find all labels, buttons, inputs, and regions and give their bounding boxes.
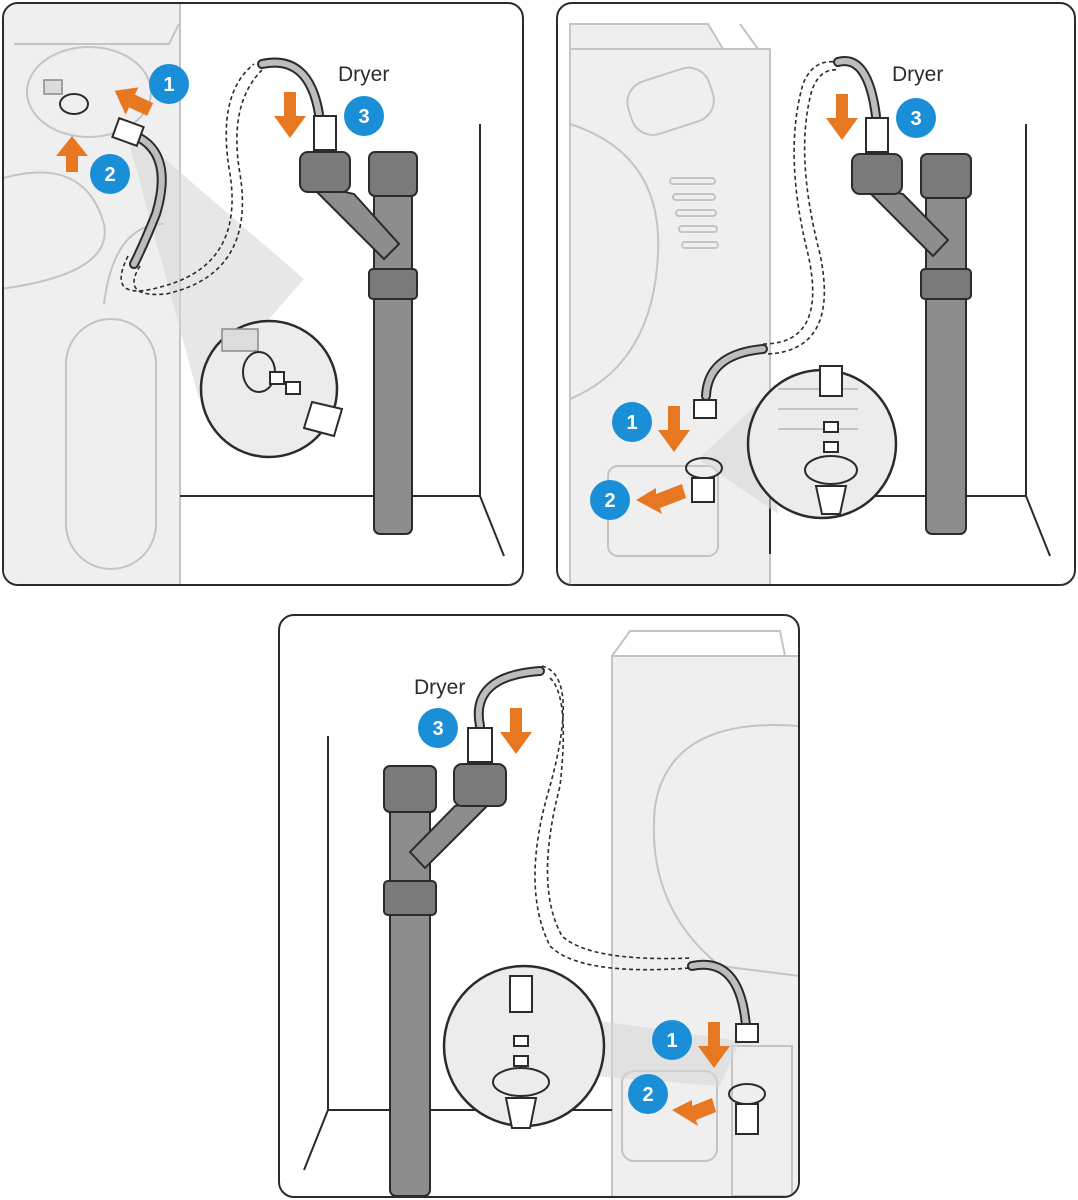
panel-1: 1 2 3 Dryer — [2, 2, 524, 586]
drain-hose — [120, 57, 324, 296]
standpipe — [851, 117, 972, 535]
arrow-3 — [274, 92, 306, 138]
appliance — [4, 4, 181, 584]
drain-outlet — [691, 477, 715, 503]
arrow-2 — [56, 136, 88, 172]
step-badge-2: 2 — [590, 480, 630, 520]
hose-connector — [111, 116, 145, 148]
wall — [180, 124, 505, 557]
drain-hose — [473, 665, 751, 1031]
step-badge-1: 1 — [612, 402, 652, 442]
arrow-3 — [826, 94, 858, 140]
svg-text:3: 3 — [910, 108, 921, 130]
step-badge-1: 1 — [149, 64, 189, 104]
dryer-label: Dryer — [892, 63, 943, 86]
arrow-1 — [698, 1022, 730, 1068]
svg-text:1: 1 — [666, 1030, 677, 1052]
step-badge-2: 2 — [90, 154, 130, 194]
panel-2-illustration: 1 2 3 Dryer — [569, 23, 1051, 584]
svg-text:3: 3 — [358, 106, 369, 128]
arrow-2 — [672, 1098, 716, 1126]
panel-3: 1 2 3 Dryer — [278, 614, 800, 1198]
step-badge-2: 2 — [628, 1074, 668, 1114]
svg-text:3: 3 — [432, 718, 443, 740]
svg-text:2: 2 — [104, 164, 115, 186]
standpipe — [299, 115, 418, 535]
drain-outlet — [43, 79, 63, 95]
zoom-detail — [746, 365, 898, 520]
panel-2: 1 2 3 Dryer — [556, 2, 1076, 586]
arrow-1 — [114, 87, 154, 116]
svg-text:2: 2 — [604, 490, 615, 512]
hose-connector — [735, 1023, 759, 1043]
step-badge-3: 3 — [418, 708, 458, 748]
step-badge-3: 3 — [344, 96, 384, 136]
standpipe — [383, 727, 507, 1196]
hose-clamp — [59, 93, 89, 115]
hose-connector — [693, 399, 717, 419]
arrow-2 — [636, 484, 686, 514]
panel-3-illustration: 1 2 3 Dryer — [303, 630, 798, 1196]
zoom-detail — [442, 964, 606, 1129]
arrow-3 — [500, 708, 532, 754]
panel-1-illustration: 1 2 3 Dryer — [4, 4, 505, 584]
drain-hose — [701, 56, 881, 401]
zoom-detail — [199, 319, 344, 459]
step-badge-3: 3 — [896, 98, 936, 138]
svg-text:2: 2 — [642, 1084, 653, 1106]
svg-text:1: 1 — [626, 412, 637, 434]
arrow-1 — [658, 406, 690, 452]
step-badge-1: 1 — [652, 1020, 692, 1060]
dryer-label: Dryer — [338, 63, 389, 86]
svg-text:1: 1 — [163, 74, 174, 96]
drain-outlet — [735, 1103, 759, 1135]
dryer-label: Dryer — [414, 676, 465, 699]
